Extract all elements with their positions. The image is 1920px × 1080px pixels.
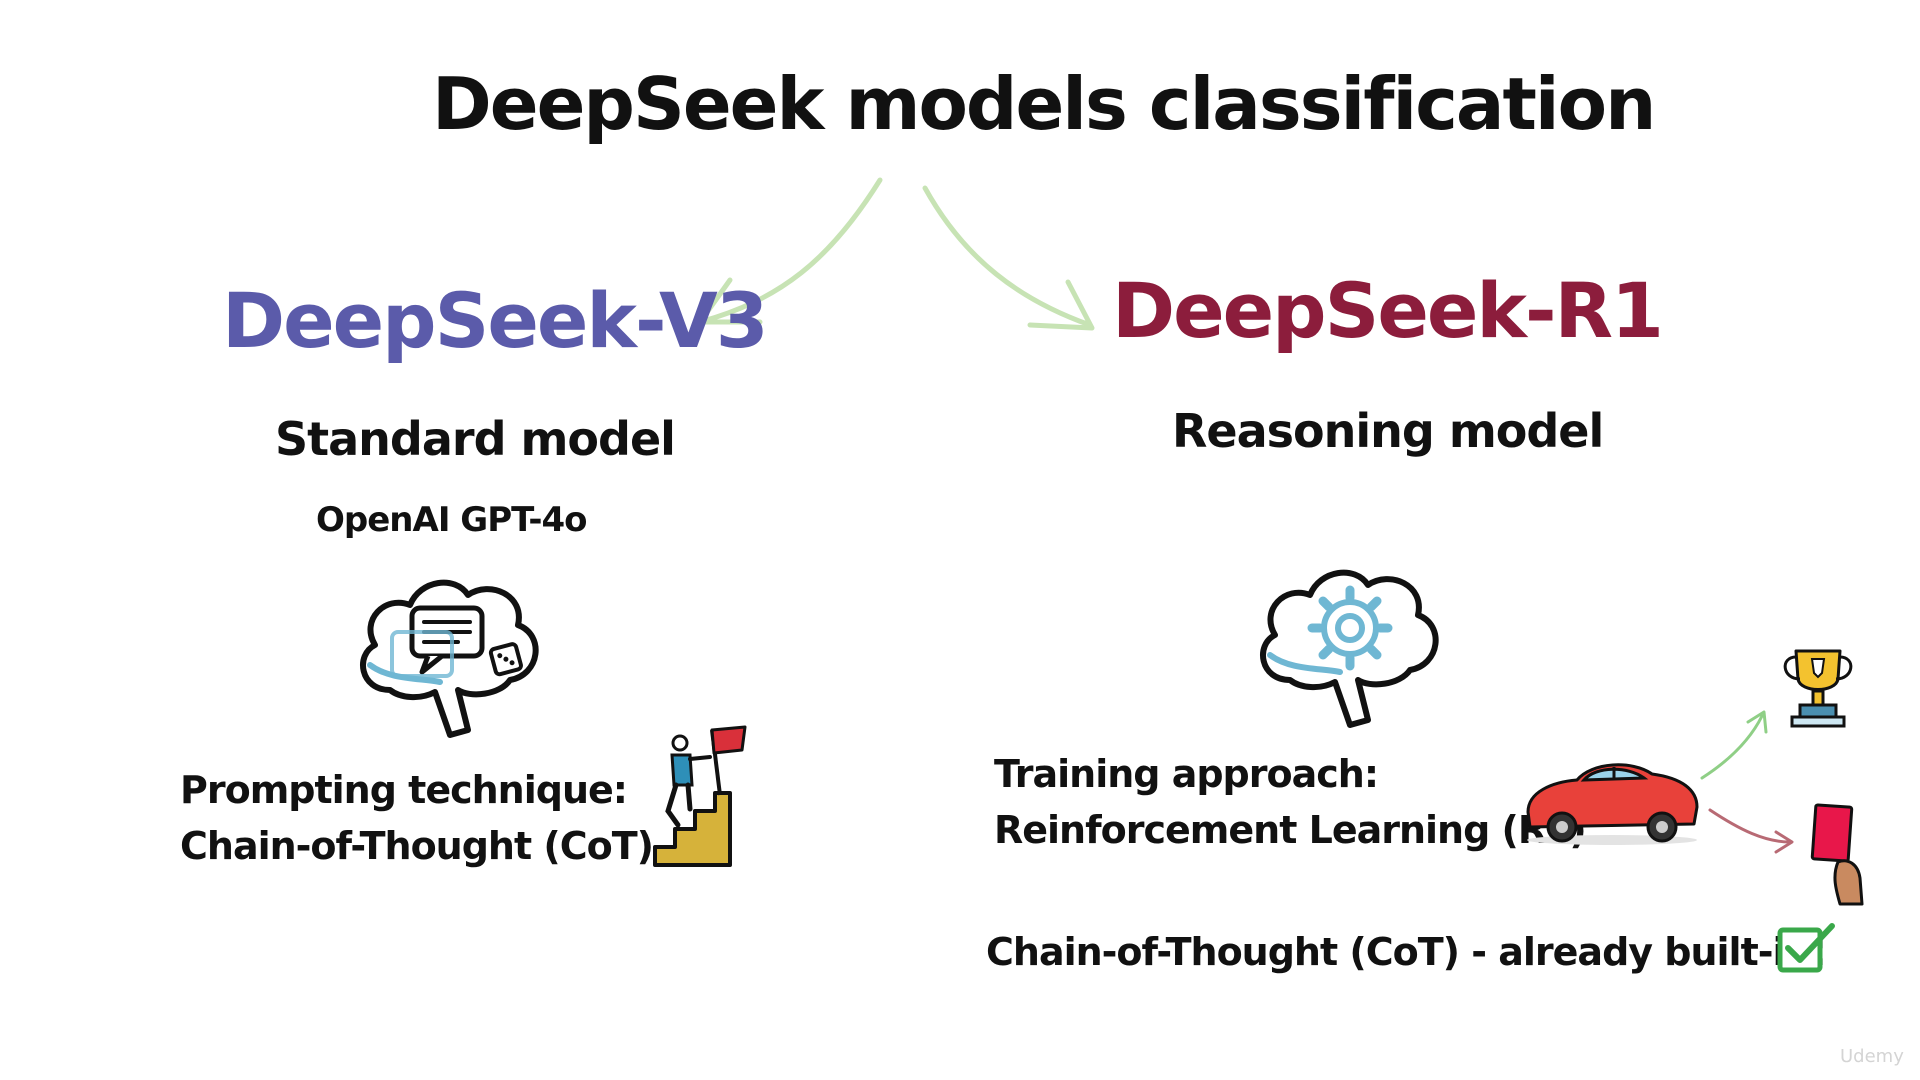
arrow-right-head [1027,279,1095,331]
r1-subtitle: Reasoning model [1172,404,1604,458]
trophy-icon [1783,649,1853,728]
checkbox-check-icon [1777,923,1835,973]
v3-example: OpenAI GPT-4o [316,500,587,540]
brain-chat-dice-icon [360,579,539,738]
r1-training-label: Training approach: [994,752,1379,796]
red-car-icon [1526,763,1699,845]
r1-cot-builtin: Chain-of-Thought (CoT) - already built-i… [986,930,1828,974]
brain-gear-icon [1260,569,1439,728]
r1-training-value: Reinforcement Learning (RL) [994,808,1587,852]
udemy-watermark: Udemy [1840,1046,1904,1067]
v3-technique-value: Chain-of-Thought (CoT) [180,824,654,868]
r1-model-name: DeepSeek-R1 [1112,266,1664,355]
climber-flag-stairs-icon [653,725,747,867]
v3-technique-label: Prompting technique: [180,768,628,812]
v3-model-name: DeepSeek-V3 [222,276,769,365]
v3-subtitle: Standard model [275,412,676,466]
red-card-icon [1810,803,1864,906]
arrow-right [922,185,1093,328]
arrow-left-head [697,277,763,325]
page-title: DeepSeek models classification [432,62,1656,146]
arrow-left [697,177,883,325]
